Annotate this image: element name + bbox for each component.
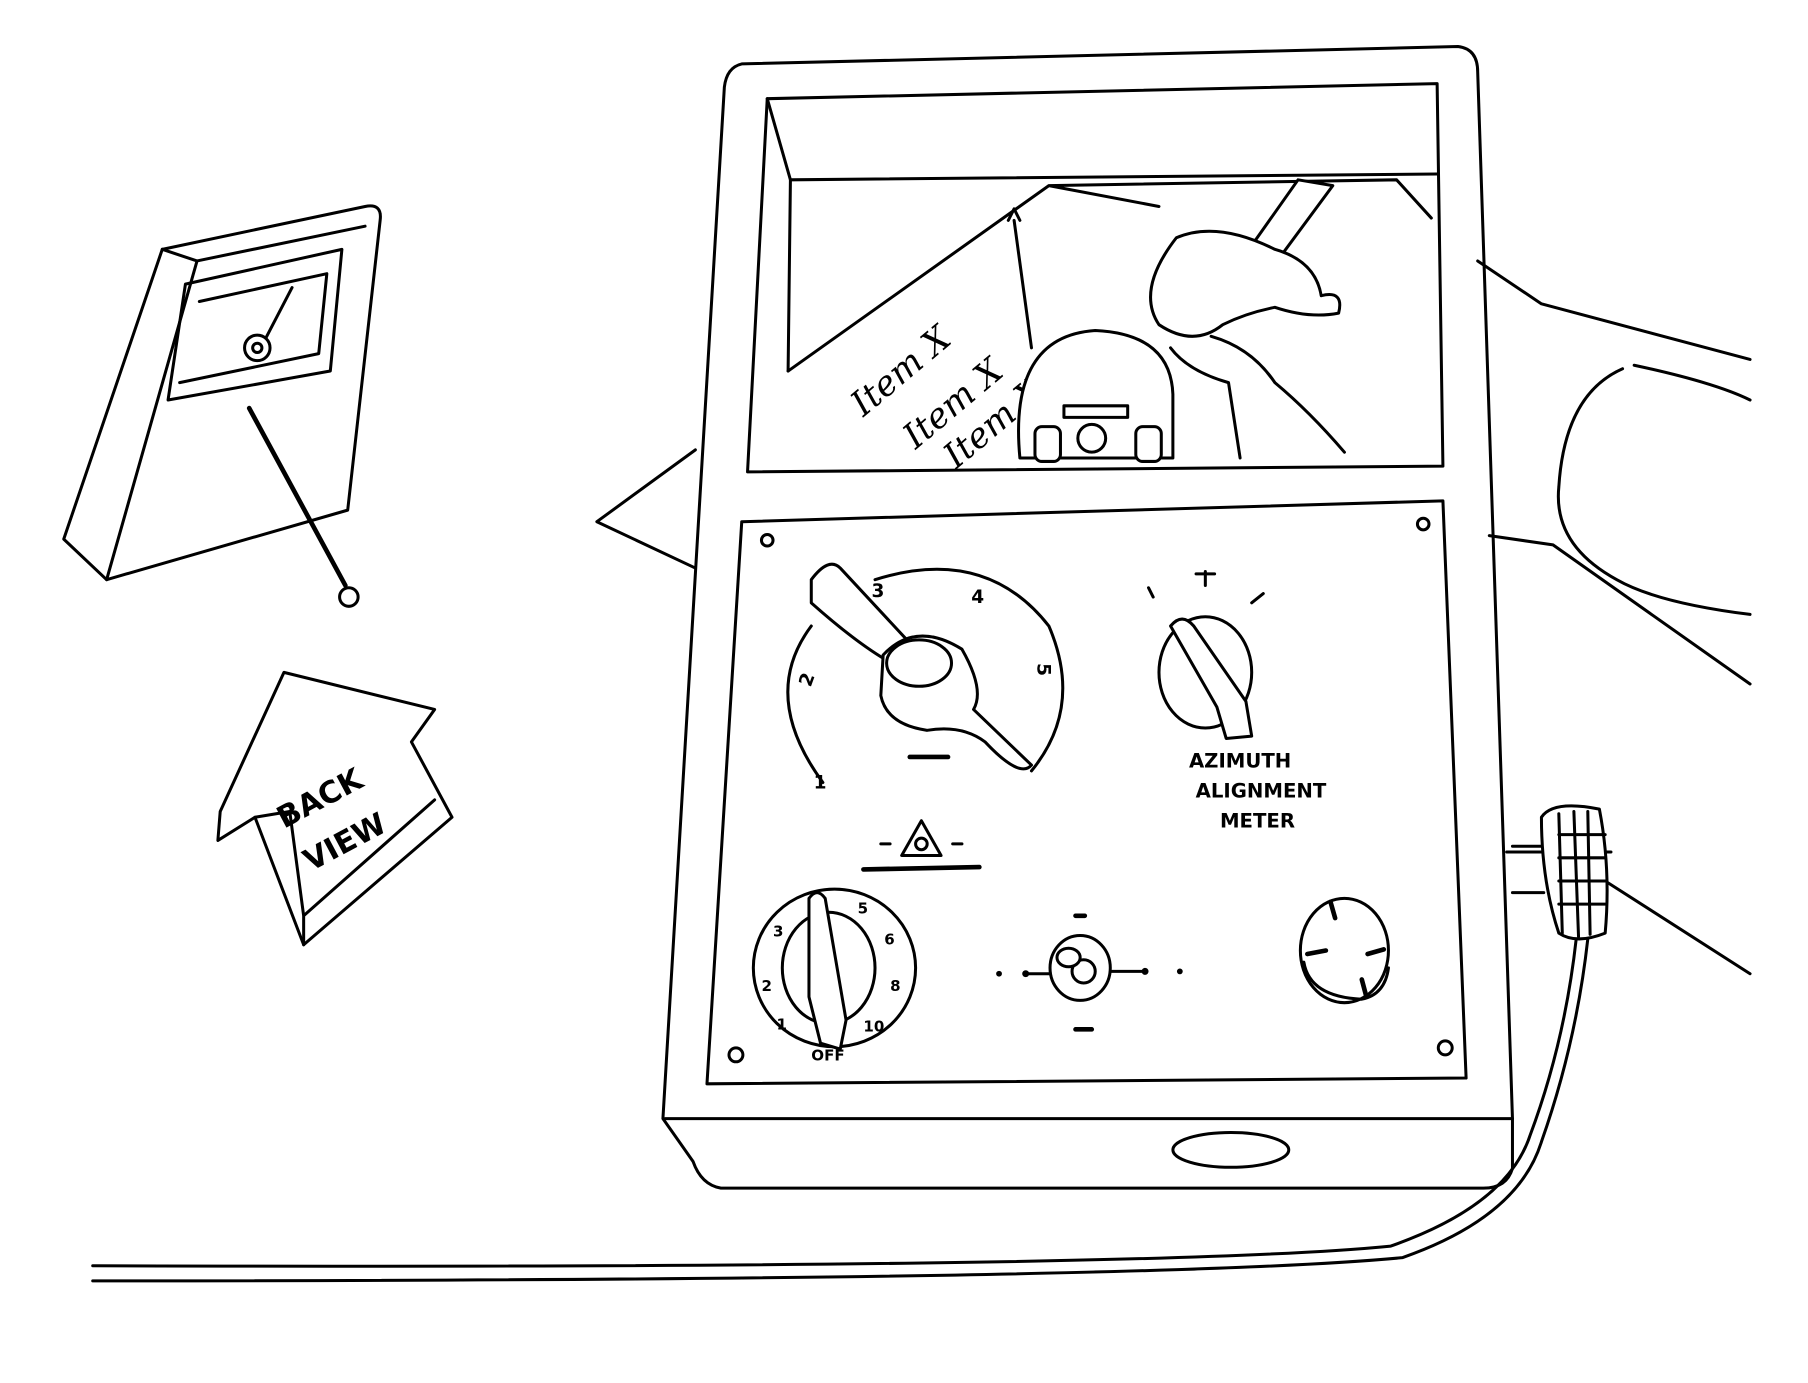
hand-with-pencil [1149,178,1346,460]
selector-label-2: 2 [761,977,771,995]
azimuth-knob[interactable] [1147,570,1265,740]
fine-adjust-knob[interactable] [1298,896,1390,1005]
selector-label-8: 8 [890,977,900,995]
selector-label-3: 3 [773,923,783,941]
range-dial-label-1: 1 [814,772,827,793]
paper-sheet [595,448,697,570]
meter-title-line-3: METER [1220,810,1295,833]
range-dial-label-5: 5 [1032,663,1053,676]
selector-label-off: OFF [811,1047,844,1065]
selector-dial[interactable]: OFF 1 2 3 5 6 8 10 [751,887,918,1065]
range-dial-label-2: 2 [795,670,819,689]
selector-label-5: 5 [858,899,868,917]
toggle-switch[interactable] [996,913,1183,1032]
lid-window [746,82,1445,474]
meter-title-line-1: AZIMUTH [1189,749,1291,772]
meter-title-line-2: ALIGNMENT [1196,780,1327,803]
meter-case: Item X Item X Item X 1 2 [661,45,1514,1190]
range-dial-label-3: 3 [872,581,885,602]
meter-mechanism [1017,328,1175,463]
case-latch[interactable] [1171,1130,1291,1169]
front-panel [705,499,1468,1086]
side-thumbwheel[interactable] [1510,804,1609,941]
back-view-arrow: BACK VIEW [216,670,454,947]
warning-triangle-icon [861,819,982,872]
clipboard [786,178,1433,373]
cable [91,937,1578,1268]
range-dial[interactable]: 1 2 3 4 5 [786,562,1065,793]
selector-label-1: 1 [777,1015,787,1033]
back-view-meter [62,204,382,608]
operator-arm [1476,259,1752,976]
meter-title: AZIMUTH ALIGNMENT METER [1189,749,1327,832]
selector-label-10: 10 [863,1018,884,1036]
selector-label-6: 6 [884,931,894,949]
range-dial-label-4: 4 [971,587,984,608]
